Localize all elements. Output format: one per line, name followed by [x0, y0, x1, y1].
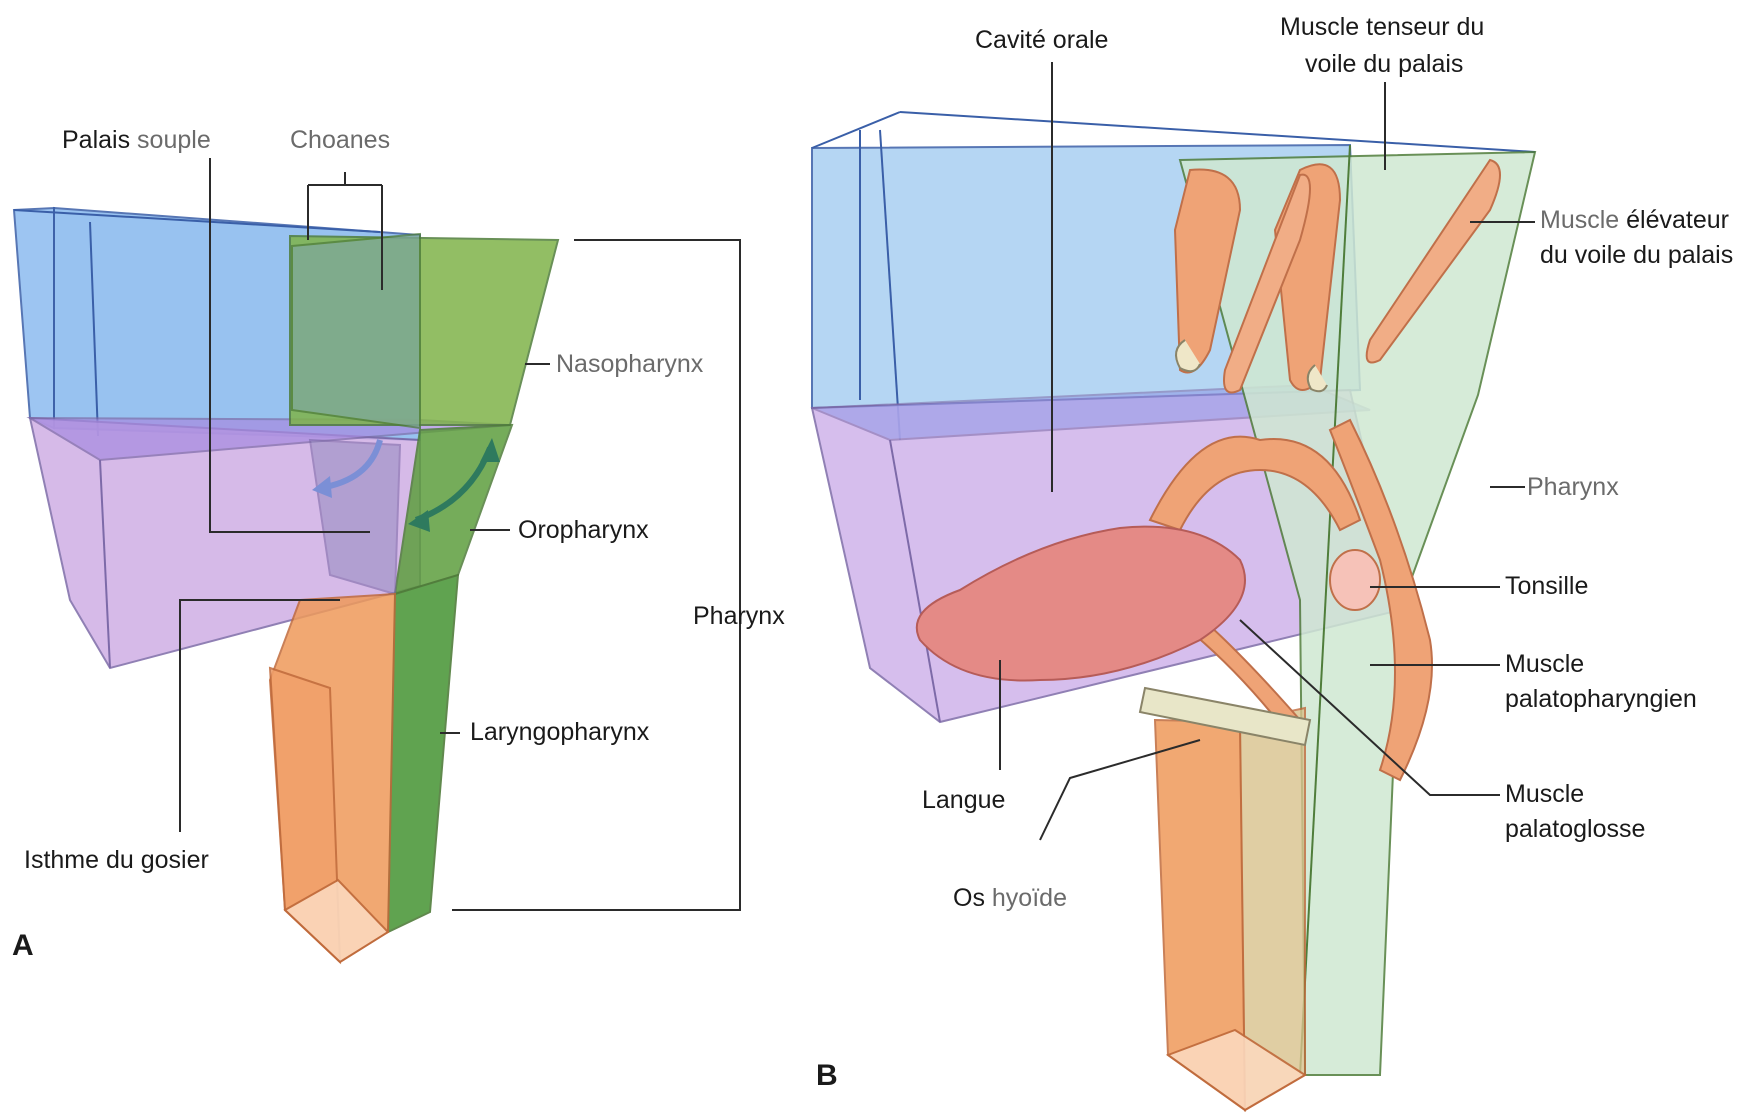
panel-b-diagram: [812, 112, 1535, 1110]
label-elevateur-light: Muscle: [1540, 206, 1619, 234]
label-langue: Langue: [922, 786, 1005, 814]
label-elevateur-line1: Muscle élévateur: [1540, 206, 1729, 234]
label-elevateur-bold: élévateur: [1626, 206, 1729, 234]
label-nasopharynx: Nasopharynx: [556, 350, 704, 378]
label-isthme: Isthme du gosier: [24, 846, 209, 874]
panel-a-laryngopharynx: [388, 575, 458, 932]
label-choanes: Choanes: [290, 126, 390, 154]
panel-b-letter: B: [816, 1059, 838, 1092]
label-elevateur-line2: du voile du palais: [1540, 241, 1733, 269]
label-palais-souple-bold: Palais: [62, 126, 130, 154]
label-tonsille: Tonsille: [1505, 572, 1588, 600]
label-os-hyoide-bold: Os: [953, 884, 985, 912]
label-palatoglosse-line2: palatoglosse: [1505, 815, 1645, 843]
label-oropharynx: Oropharynx: [518, 516, 649, 544]
label-palais-souple: Palais souple: [62, 126, 211, 154]
panel-b-tonsil: [1330, 550, 1380, 610]
label-cavite-orale: Cavité orale: [975, 26, 1108, 54]
label-tenseur-line1: Muscle tenseur du: [1280, 13, 1484, 41]
label-os-hyoide-light: hyoïde: [992, 884, 1067, 912]
panel-a-choanes-panel: [292, 234, 420, 428]
label-palatopharyngien-line1: Muscle: [1505, 650, 1584, 678]
label-palais-souple-light: souple: [137, 126, 211, 154]
panel-a-oral-upper-box: [14, 208, 54, 428]
label-palatopharyngien-line2: palatopharyngien: [1505, 685, 1697, 713]
panel-a-letter: A: [12, 929, 34, 962]
label-tenseur-line2: voile du palais: [1305, 50, 1463, 78]
label-os-hyoide: Os hyoïde: [953, 884, 1067, 912]
label-palatoglosse-line1: Muscle: [1505, 780, 1584, 808]
label-pharynx-a: Pharynx: [693, 602, 785, 630]
label-pharynx-b: Pharynx: [1527, 473, 1619, 501]
label-laryngopharynx: Laryngopharynx: [470, 718, 650, 746]
